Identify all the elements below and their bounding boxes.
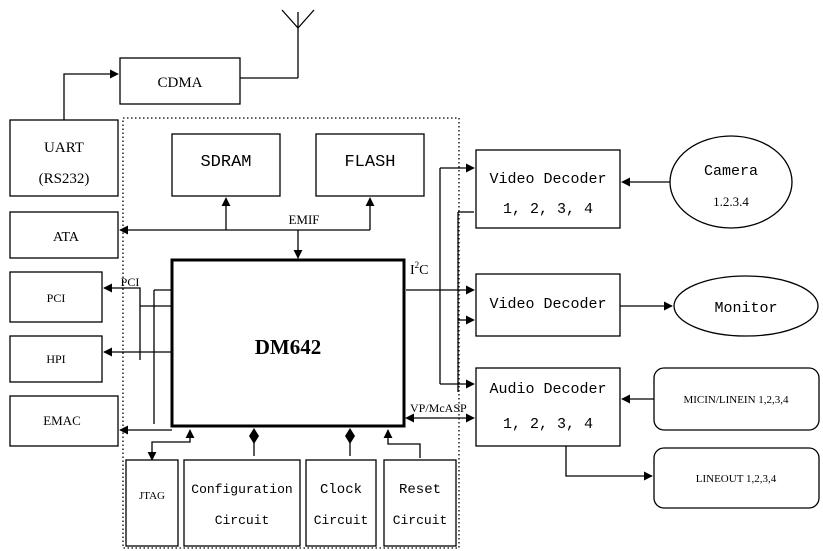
bottom-links: [147, 428, 421, 461]
ata-block: [9, 211, 119, 259]
emac-block: [9, 395, 119, 447]
hpi-label: HPI: [46, 352, 65, 366]
audio-decoder-label: Audio Decoder: [489, 381, 606, 398]
sdram-label: SDRAM: [200, 153, 251, 172]
reset-sublabel: Circuit: [393, 513, 448, 528]
cdma-label: CDMA: [157, 75, 202, 91]
lineout-label: LINEOUT 1,2,3,4: [696, 473, 777, 485]
pci-bus: [103, 283, 172, 435]
pci-bus-label: PCI: [121, 275, 140, 289]
uart-label: UART: [44, 140, 84, 156]
clock-sublabel: Circuit: [314, 513, 369, 528]
emif-label: EMIF: [288, 212, 319, 227]
video-decoder-input-block: [475, 149, 621, 229]
uart-block: [9, 119, 119, 197]
board-boundary: [122, 117, 460, 549]
ata-label: ATA: [53, 230, 80, 245]
monitor-ellipse: [673, 275, 819, 337]
cdma-block: [119, 57, 241, 105]
svg-text:I2C: I2C: [410, 260, 429, 278]
flash-label: FLASH: [344, 153, 395, 172]
camera-sublabel: 1.2.3.4: [713, 194, 749, 209]
configuration-sublabel: Circuit: [215, 513, 270, 528]
reset-block: [383, 459, 457, 547]
dm642-label: DM642: [255, 335, 322, 359]
jtag-block: [125, 459, 179, 547]
configuration-block: [183, 459, 301, 547]
emac-label: EMAC: [43, 413, 81, 428]
uart-cdma-link: [63, 69, 119, 120]
camera-ellipse: [669, 135, 793, 229]
uart-sublabel: (RS232): [39, 171, 90, 187]
jtag-label: JTAG: [139, 490, 165, 502]
clock-block: [305, 459, 377, 547]
video-decoder-input-label: Video Decoder: [489, 171, 606, 188]
monitor-label: Monitor: [714, 300, 777, 317]
antenna-icon: [240, 9, 315, 79]
lineout-block: [653, 447, 820, 509]
pci-label: PCI: [47, 291, 66, 305]
micin-label: MICIN/LINEIN 1,2,3,4: [683, 394, 789, 406]
video-decoder-output-block: [475, 273, 621, 337]
video-decoder-output-label: Video Decoder: [489, 296, 606, 313]
lineout-link: [565, 446, 653, 481]
video-decoder-input-sublabel: 1, 2, 3, 4: [503, 201, 593, 218]
audio-decoder-block: [475, 367, 621, 447]
video-audio-bus: [405, 163, 475, 423]
configuration-label: Configuration: [191, 482, 292, 497]
flash-block: [315, 133, 425, 197]
vp-mcasp-label: VP/McASP: [410, 401, 467, 415]
camera-label: Camera: [704, 163, 758, 180]
clock-label: Clock: [320, 482, 362, 498]
pci-block: [9, 271, 103, 323]
emif-bus: [119, 197, 375, 259]
dm642-block: [170, 258, 406, 428]
i2c-label: I2C: [410, 260, 429, 278]
reset-label: Reset: [399, 482, 441, 498]
hpi-block: [9, 335, 103, 383]
audio-decoder-sublabel: 1, 2, 3, 4: [503, 416, 593, 433]
sdram-block: [171, 133, 281, 197]
